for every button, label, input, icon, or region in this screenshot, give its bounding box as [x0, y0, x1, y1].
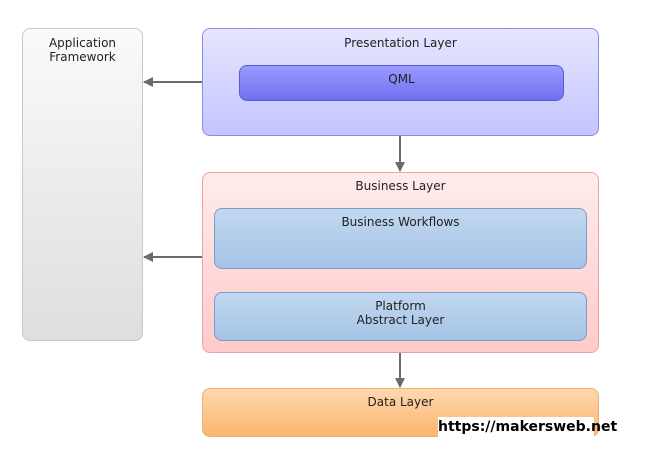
business-workflows-label: Business Workflows [341, 215, 460, 229]
qml-box: QML [239, 65, 564, 101]
business-layer-label: Business Layer [355, 179, 446, 193]
presentation-layer-box: Presentation Layer QML [202, 28, 599, 136]
application-framework-box: Application Framework [22, 28, 143, 341]
business-workflows-box: Business Workflows [214, 208, 587, 269]
application-framework-label: Application Framework [48, 36, 117, 64]
data-layer-label: Data Layer [367, 395, 434, 409]
presentation-layer-label: Presentation Layer [344, 36, 457, 50]
business-layer-box: Business Layer Business Workflows Platfo… [202, 172, 599, 353]
platform-abstract-layer-label: Platform Abstract Layer [356, 299, 445, 327]
platform-abstract-layer-box: Platform Abstract Layer [214, 292, 587, 341]
qml-label: QML [388, 72, 415, 86]
watermark-url: https://makersweb.net [438, 417, 618, 437]
